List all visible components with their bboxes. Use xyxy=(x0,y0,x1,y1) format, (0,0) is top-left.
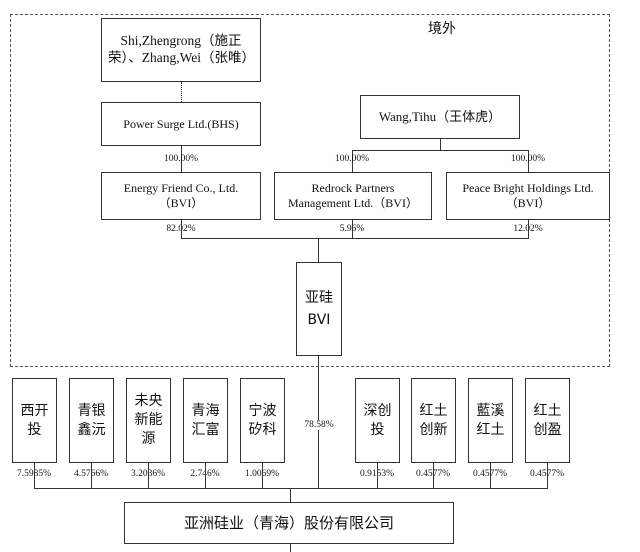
redrock-label: Redrock Partners Management Ltd.（BVI） xyxy=(288,181,418,210)
founders-box: Shi,Zhengrong（施正荣）、Zhang,Wei（张唯） xyxy=(101,18,261,82)
shareholder-box-weiyang: 未央新能源 xyxy=(126,378,171,463)
yagui-to-target-pct: 78.58% xyxy=(303,420,335,430)
shareholder-name: 红土创盈 xyxy=(533,402,562,438)
wang-down-line xyxy=(440,139,441,150)
peace-bright-label: Peace Bright Holdings Ltd.（BVI） xyxy=(462,181,594,210)
peace-bright-box: Peace Bright Holdings Ltd.（BVI） xyxy=(446,172,610,220)
redrock-box: Redrock Partners Management Ltd.（BVI） xyxy=(274,172,432,220)
yagui-bvi-label: 亚硅 BVI xyxy=(305,289,333,328)
tier2-horizontal-line xyxy=(181,238,529,239)
founders-dotted-link xyxy=(181,82,182,102)
energy-friend-label: Energy Friend Co., Ltd.（BVI） xyxy=(123,181,239,210)
shareholder-box-qinghai: 青海汇富 xyxy=(183,378,228,463)
target-company-box: 亚洲硅业（青海）股份有限公司 xyxy=(124,502,454,544)
shareholder-name: 西开投 xyxy=(20,402,49,438)
shareholder-name: 藍溪红土 xyxy=(476,402,505,438)
shareholder-name: 深创投 xyxy=(363,402,392,438)
to-target-line xyxy=(290,488,291,502)
power-surge-box: Power Surge Ltd.(BHS) xyxy=(101,102,261,146)
shareholders-horizontal-line xyxy=(34,488,548,489)
power-to-energy-line xyxy=(181,146,182,172)
shareholder-link xyxy=(262,463,263,488)
power-surge-label: Power Surge Ltd.(BHS) xyxy=(123,116,239,131)
power-to-energy-pct: 100.00% xyxy=(163,154,199,164)
shareholder-name: 青银鑫沅 xyxy=(77,402,106,438)
to-yagui-line xyxy=(318,238,319,262)
shareholder-link xyxy=(91,463,92,488)
yagui-bvi-box: 亚硅 BVI xyxy=(296,262,342,356)
target-tail-line xyxy=(290,544,291,552)
shareholder-box-xikaitou: 西开投 xyxy=(12,378,57,463)
shareholder-box-shenchuang: 深创投 xyxy=(355,378,400,463)
shareholder-name: 红土创新 xyxy=(419,402,448,438)
wang-to-peace-pct: 100.00% xyxy=(510,154,546,164)
wang-to-redrock-line xyxy=(352,150,353,172)
redrock-down-line xyxy=(352,220,353,238)
energy-friend-box: Energy Friend Co., Ltd.（BVI） xyxy=(101,172,261,220)
shareholder-link xyxy=(433,463,434,488)
peace-down-line xyxy=(528,220,529,238)
shareholder-name: 宁波矽科 xyxy=(248,402,277,438)
shareholder-box-qingyin: 青银鑫沅 xyxy=(69,378,114,463)
shareholder-link xyxy=(34,463,35,488)
wang-to-peace-line xyxy=(528,150,529,172)
shareholder-link xyxy=(205,463,206,488)
wang-tihu-box: Wang,Tihu（王体虎） xyxy=(360,95,520,139)
shareholder-link xyxy=(377,463,378,488)
shareholder-link xyxy=(490,463,491,488)
shareholder-link xyxy=(148,463,149,488)
target-company-label: 亚洲硅业（青海）股份有限公司 xyxy=(183,513,394,532)
shareholder-box-lanxi: 藍溪红土 xyxy=(468,378,513,463)
shareholder-name: 青海汇富 xyxy=(191,402,220,438)
overseas-label: 境外 xyxy=(428,21,456,37)
shareholder-box-ningbo: 宁波矽科 xyxy=(240,378,285,463)
wang-tihu-label: Wang,Tihu（王体虎） xyxy=(378,108,502,124)
founders-label: Shi,Zhengrong（施正荣）、Zhang,Wei（张唯） xyxy=(108,33,256,65)
energy-down-line xyxy=(181,220,182,238)
shareholder-link xyxy=(547,463,548,488)
shareholder-name: 未央新能源 xyxy=(134,393,163,447)
wang-horizontal-line xyxy=(352,150,528,151)
shareholder-box-hongtu-chuangxin: 红土创新 xyxy=(411,378,456,463)
wang-to-redrock-pct: 100.00% xyxy=(334,154,370,164)
shareholder-box-hongtu-chuangying: 红土创盈 xyxy=(525,378,570,463)
